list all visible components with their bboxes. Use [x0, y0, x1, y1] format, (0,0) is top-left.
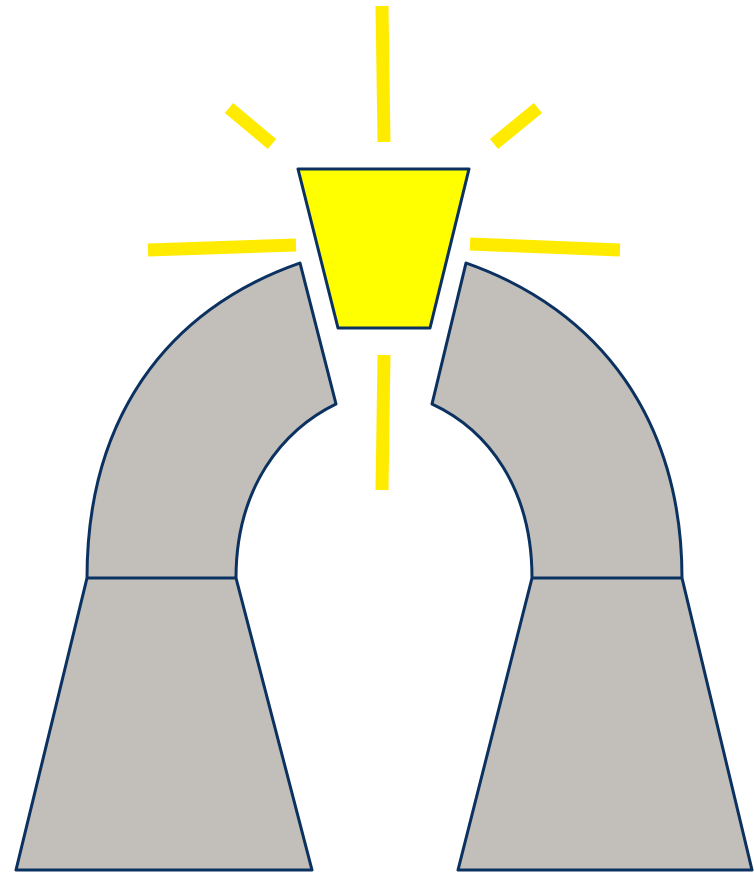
ray-right	[470, 244, 620, 250]
ray-left	[148, 245, 296, 250]
ray-upper-left	[229, 108, 272, 144]
right-arch-segment	[432, 263, 682, 578]
ray-top	[382, 6, 384, 142]
keystone	[298, 169, 469, 328]
ray-upper-right	[494, 108, 538, 144]
ray-bottom	[382, 355, 384, 490]
left-pillar	[16, 578, 312, 870]
left-arch-segment	[87, 263, 336, 578]
right-pillar	[458, 578, 752, 870]
